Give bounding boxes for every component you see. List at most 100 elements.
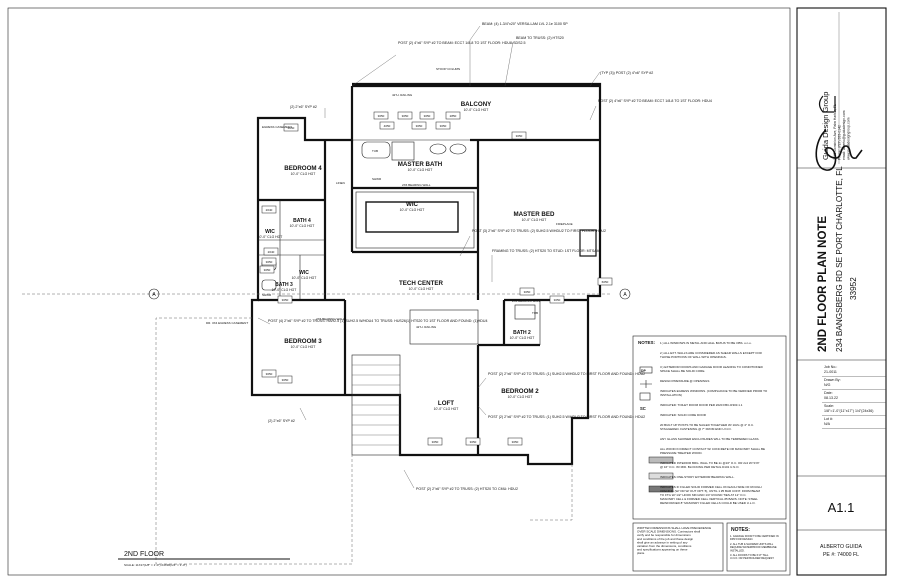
title-field-value: 21-0011 bbox=[824, 370, 837, 374]
drawing-title: 2ND FLOOR bbox=[124, 551, 164, 558]
legend-key-symbol: DP bbox=[641, 369, 646, 373]
callout: POST (2) 2"x6" SYP #2 TO TRUSS: (1) SUH2… bbox=[488, 415, 645, 419]
sheet-border bbox=[7, 7, 791, 576]
window-tag-number: 3050 bbox=[266, 260, 273, 264]
grid-marker-a-right bbox=[619, 288, 631, 300]
room-name: BALCONY bbox=[461, 101, 492, 108]
window-tag-number: 3050 bbox=[554, 298, 561, 302]
room-name: MASTER BED bbox=[514, 211, 555, 218]
window-tag-box bbox=[511, 131, 527, 140]
window-tag-box bbox=[261, 257, 277, 266]
title-field-value: N/A bbox=[824, 422, 831, 426]
title-field-value: N/G bbox=[824, 383, 831, 387]
room-name: BATH 3 bbox=[275, 282, 293, 288]
note-item: ALL WOOD IN DIRECT CONTACT W/ CONCRETE O… bbox=[660, 447, 765, 455]
linen-label: LINEN bbox=[336, 181, 345, 185]
firm-contact-line: www.guidadesigngroup.com bbox=[847, 117, 851, 160]
note-item: INDICATES ONE-STORY EXTERIOR BEARING WAL… bbox=[660, 475, 735, 479]
shower-label: SHWR bbox=[262, 293, 272, 297]
notes-heading: NOTES: bbox=[638, 340, 656, 345]
window-tag-number: 3050 bbox=[378, 114, 385, 118]
project-address: 234 BANGSBERG RD SE PORT CHARLOTTE, FL bbox=[835, 166, 844, 352]
written-dimensions-text: WRITTEN DIMENSIONS SHALL HAVE PRECEDENCE… bbox=[637, 526, 711, 555]
note-item: 1.) ALL WINDOWS IN METAL AND HALL BATHS … bbox=[660, 341, 752, 345]
window-tag-box bbox=[465, 437, 481, 446]
window-tag-number: 2850 bbox=[450, 114, 457, 118]
window-tag-number: 3050 bbox=[282, 298, 289, 302]
callout: BEAM: (4) 1-3/4"x20" VERSA-LAM LVL 2.1e … bbox=[482, 22, 568, 26]
firm-name-vertical: Guida Design Group bbox=[821, 92, 830, 160]
title-field-label: Lot #: bbox=[824, 417, 833, 421]
firm-contact-line: Phone: (727) 555-0142 bbox=[838, 125, 842, 160]
written-dimensions-box bbox=[632, 522, 724, 572]
window-tag-box bbox=[277, 375, 293, 384]
callout: (2) 2"x6" SYP #2 bbox=[290, 105, 317, 109]
window-tag-box bbox=[373, 111, 389, 120]
room-ceiling-height: 10'-0" CLG HGT bbox=[510, 336, 535, 340]
window-tag-box bbox=[519, 287, 535, 296]
callout-leaders bbox=[257, 25, 601, 489]
window-tag-box bbox=[411, 121, 427, 130]
room-ceiling-height: 10'-0" CLG HGT bbox=[290, 224, 315, 228]
firm-name: Guida Design Group bbox=[821, 92, 830, 160]
grid-marker-a-left bbox=[148, 288, 160, 300]
window-tag-box bbox=[419, 111, 435, 120]
room-ceiling-height: 10'-0" CLG HGT bbox=[292, 276, 317, 280]
written-dimensions-note: WRITTEN DIMENSIONS SHALL HAVE PRECEDENCE… bbox=[637, 526, 711, 555]
project-title-vertical: 2ND FLOOR PLAN NOTE bbox=[817, 216, 829, 352]
window-tag-box bbox=[277, 295, 293, 304]
bearing-wall-label: 2X6 BEARING WALL bbox=[402, 183, 431, 187]
callout-multiline: POST (2) 4"x6" SYP #2 TO BEAM: ECC7 1/8-… bbox=[398, 41, 526, 45]
project-title: 2ND FLOOR PLAN NOTE bbox=[817, 216, 829, 352]
window-tag-box bbox=[549, 295, 565, 304]
note-item: INDICATES IF FILLED SOLID FORMED CELL ON… bbox=[660, 485, 762, 505]
window-tag-box bbox=[261, 369, 277, 378]
notes-list: 1.) ALL WINDOWS IN METAL AND HALL BATHS … bbox=[660, 341, 768, 505]
window-tag-box bbox=[427, 437, 443, 446]
window-tag-box bbox=[261, 205, 277, 214]
project-zip: 33952 bbox=[849, 277, 858, 300]
window-tag-number: 3050 bbox=[470, 440, 477, 444]
notes-box bbox=[632, 335, 787, 520]
stair-treads bbox=[352, 364, 400, 446]
callout: POST (2) 4"x6" SYP #2 TO BEAM: ECC7 1/8-… bbox=[398, 41, 526, 45]
window-tag-number: 3050 bbox=[402, 114, 409, 118]
room-name: BEDROOM 2 bbox=[501, 388, 539, 395]
window-tag-number: 4050 bbox=[288, 126, 295, 130]
general-notes-box bbox=[726, 522, 787, 572]
window-tag-number: 3050 bbox=[264, 268, 271, 272]
room-ceiling-height: 10'-0" CLG HGT bbox=[408, 168, 433, 172]
note-item: 20 BUILT UP POSTS TO BE NAILED TOGETHER … bbox=[660, 423, 754, 431]
room-name: LOFT bbox=[438, 400, 454, 407]
callout: POST (2) 2"x6" SYP #2 TO TRUSS: (1) SUH2… bbox=[488, 372, 645, 376]
project-zip-vertical: 33952 bbox=[849, 277, 858, 300]
window-tag-box bbox=[435, 121, 451, 130]
note-item: INDICATES EGRESS WINDOWS. (COMPLIANCE TO… bbox=[660, 389, 768, 397]
window-tag-box bbox=[507, 437, 523, 446]
window-tag-number: 3050 bbox=[416, 124, 423, 128]
note-item: INDICATED: TOILET ROOM DOOR PER 2020 FBC… bbox=[660, 403, 743, 407]
lower-floor-outline bbox=[155, 317, 573, 565]
callout: FRAMING TO TRUSS: (2) HTS20 TO STUD: 1ST… bbox=[492, 249, 601, 253]
title-field-value: 1/8"=1'-0"(11"x17") 1/4"(24x36) bbox=[824, 409, 873, 413]
shower-label: SHWR bbox=[372, 177, 382, 181]
room-name: BEDROOM 4 bbox=[284, 165, 322, 172]
callout: (2) 2"x6" SYP #2 bbox=[268, 419, 295, 423]
room-ceiling-height: 10'-0" CLG HGT bbox=[522, 218, 547, 222]
note-item: 3.) EXTERIOR DOORS AND GARAGE DOOR LEADI… bbox=[660, 365, 764, 373]
window-tag-number: 2040 bbox=[266, 208, 273, 212]
room-ceiling-height: 10'-0" CLG HGT bbox=[291, 345, 316, 349]
firm-contact-line: 1645 Dominion Ave, Palm Harbor, FL bbox=[833, 104, 837, 160]
legend-key-symbol: SC bbox=[640, 406, 646, 411]
title-field-label: Job No.: bbox=[824, 365, 837, 369]
tub-label: TUB bbox=[372, 149, 378, 153]
callout: (TYP (3)) POST (2) 4"x6" SYP #2 bbox=[600, 71, 653, 75]
